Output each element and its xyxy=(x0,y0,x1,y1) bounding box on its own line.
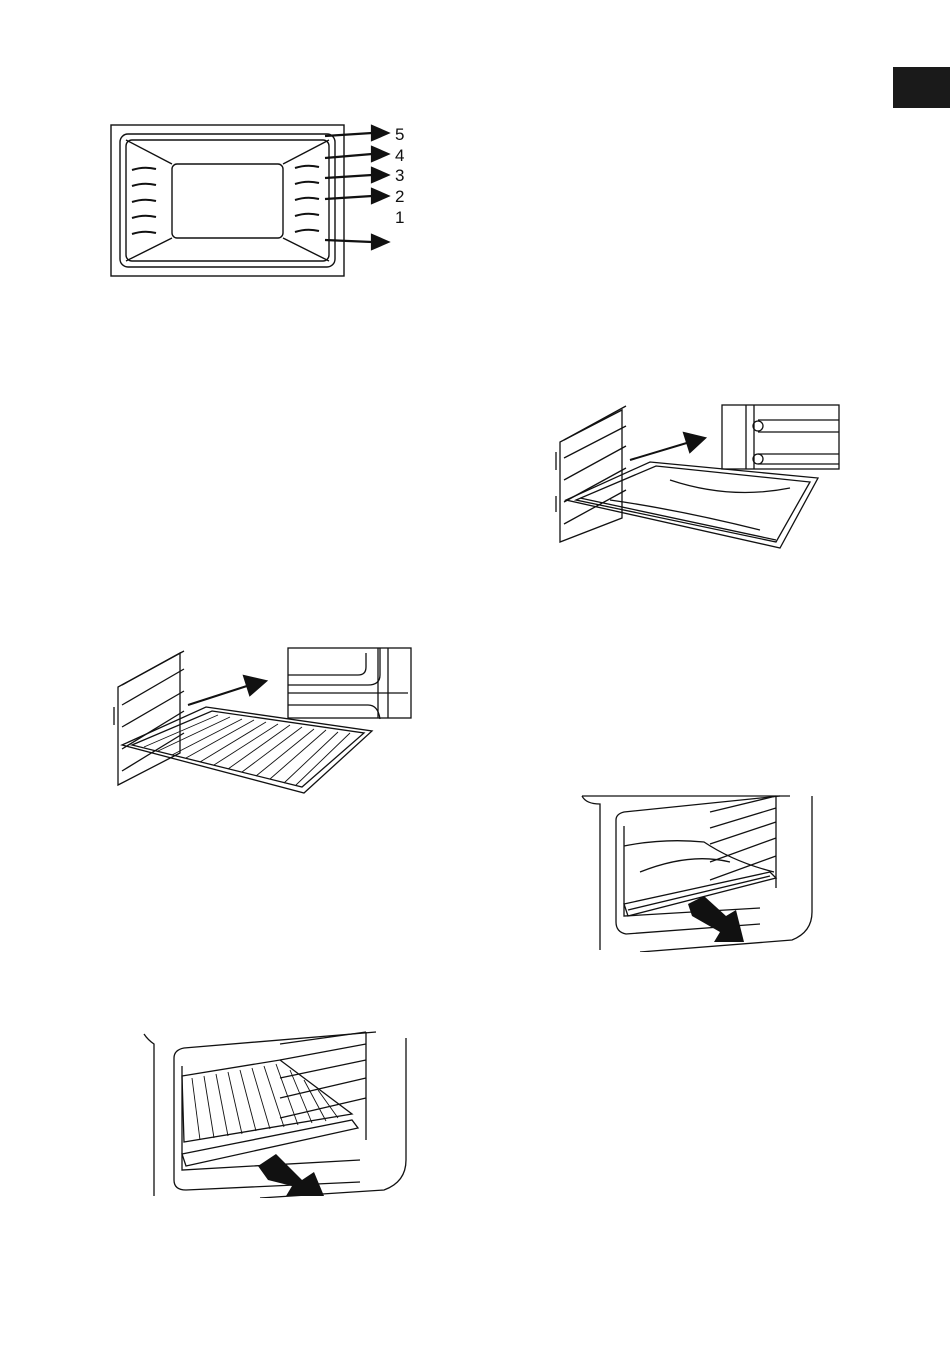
oven-shelf-levels-figure xyxy=(110,124,410,279)
shelf-level-label: 2 xyxy=(395,188,404,205)
baking-tray-push-in-figure xyxy=(580,792,820,952)
baking-tray-in-runners-figure xyxy=(550,400,840,552)
shelf-level-label: 4 xyxy=(395,147,404,164)
wire-shelf-in-runners-figure xyxy=(108,645,413,795)
language-tab-marker xyxy=(893,67,950,108)
shelf-level-label: 5 xyxy=(395,126,404,143)
wire-shelf-push-in-figure xyxy=(140,1030,410,1198)
shelf-level-label: 3 xyxy=(395,167,404,184)
shelf-level-label: 1 xyxy=(395,209,404,226)
